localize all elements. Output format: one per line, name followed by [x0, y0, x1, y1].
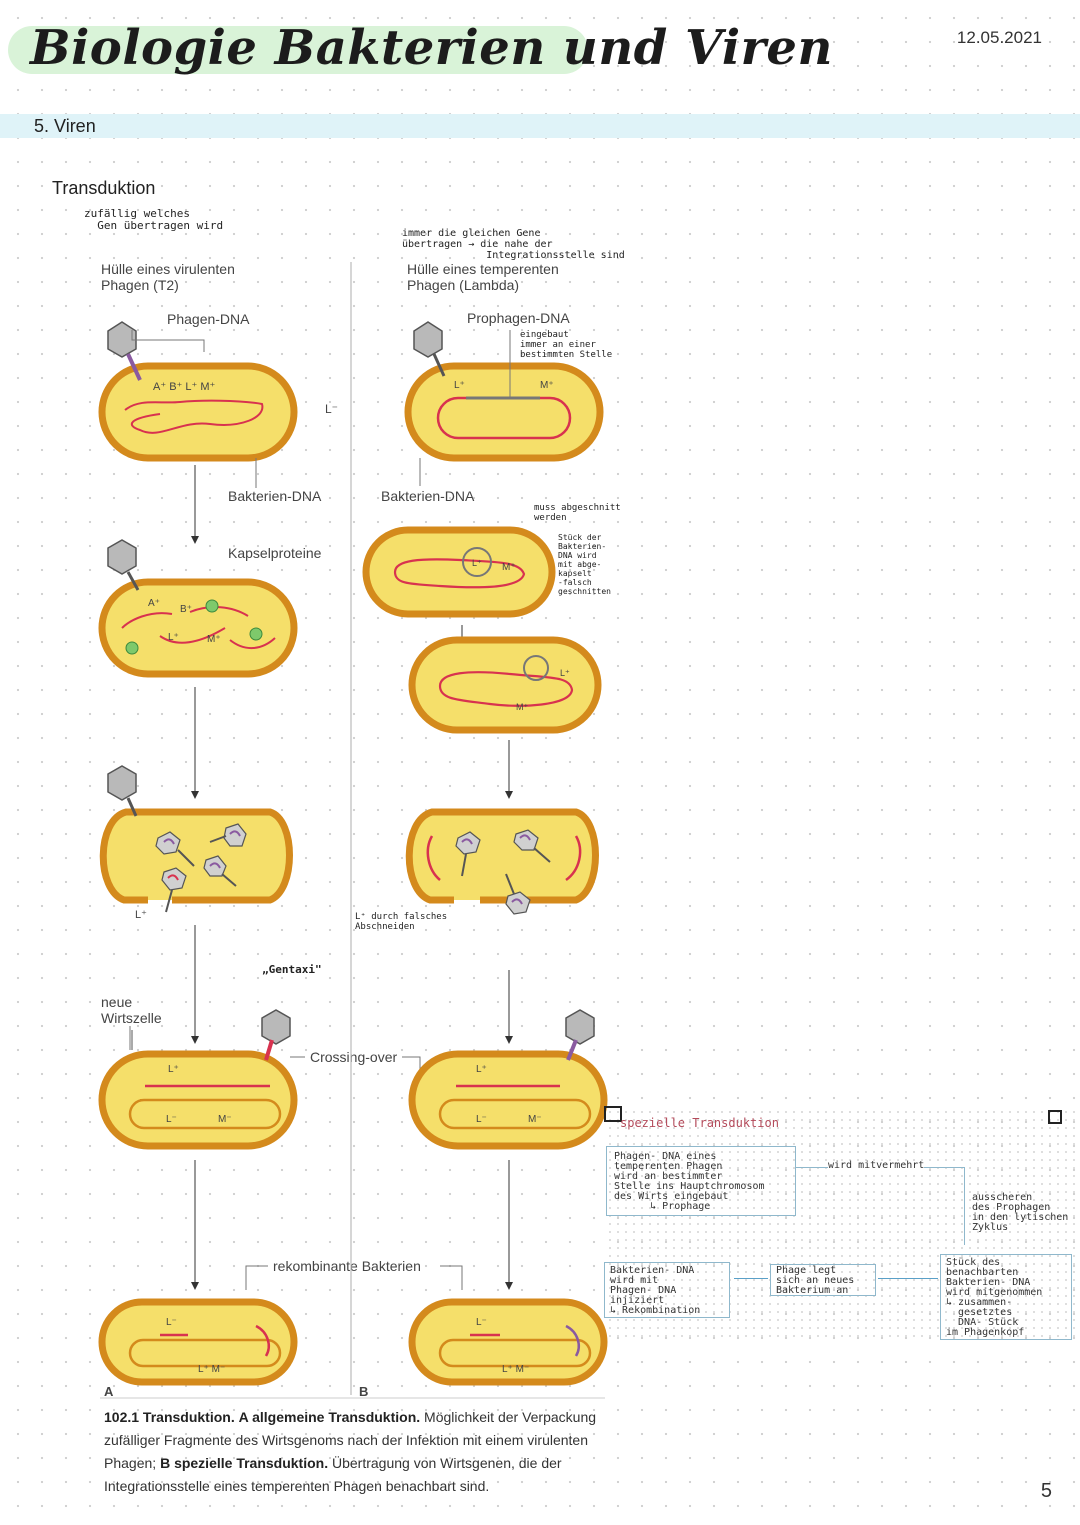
- annotation-random-gene: zufällig welches Gen übertragen wird: [84, 207, 224, 232]
- svg-text:L⁺: L⁺: [560, 668, 570, 678]
- phage-b1: [413, 321, 446, 377]
- annotation-stueck: Stück der Bakterien- DNA wird mit abge- …: [558, 533, 611, 596]
- title-highlight: [8, 26, 588, 74]
- phage-a1: [107, 321, 142, 381]
- page-number: 5: [1040, 1480, 1052, 1502]
- phage-b5: [565, 1009, 595, 1061]
- mini-note-arrow-1-label: wird mitvermehrt: [828, 1160, 925, 1171]
- mini-note-box-3: [940, 1254, 1072, 1340]
- mini-note-arrow-2: [878, 1278, 938, 1279]
- label-phagen-dna: Phagen-DNA: [167, 311, 250, 327]
- label-panel-a: A: [104, 1384, 114, 1399]
- cell-b5: L⁺ L⁻ M⁻: [408, 1009, 608, 1150]
- mini-note-box-1-text: Phagen- DNA eines temperenten Phagen wir…: [614, 1151, 765, 1212]
- label-huelle-temperent: Hülle eines temperenten Phagen (Lambda): [407, 261, 559, 293]
- phage-a3-outer: [107, 765, 138, 817]
- svg-text:L⁺: L⁺: [472, 558, 482, 568]
- svg-text:B⁺: B⁺: [180, 604, 192, 615]
- figure-caption: 102.1 Transduktion. A allgemeine Transdu…: [104, 1406, 604, 1498]
- caption-part-b-label: B spezielle Transduktion.: [160, 1455, 329, 1471]
- cell-a5: L⁻ L⁺ M⁻: [98, 1298, 298, 1386]
- svg-text:L⁻: L⁻: [166, 1317, 177, 1328]
- mini-note-box-4: [770, 1264, 876, 1296]
- mini-note-box-2-text: ausscheren des Prophagen in den lytische…: [972, 1192, 1069, 1233]
- svg-text:M⁺: M⁺: [516, 702, 528, 712]
- transduction-figure: A⁺ B⁺ L⁺ M⁺ A⁺ B⁺ L⁺ M⁺: [98, 262, 608, 1399]
- svg-text:M⁺: M⁺: [502, 562, 516, 573]
- label-huelle-virulent: Hülle eines virulenten Phagen (T2): [101, 261, 235, 293]
- annotation-falsches-abschneiden: L⁺ durch falsches Abschneiden: [355, 912, 448, 932]
- annotation-same-genes: immer die gleichen Gene übertragen → die…: [402, 228, 625, 261]
- svg-text:L⁺: L⁺: [454, 380, 465, 391]
- mini-note-title: spezielle Transduktion: [620, 1116, 779, 1130]
- label-l-minus-top: L⁻: [325, 402, 339, 416]
- phage-a4: [261, 1009, 291, 1061]
- svg-text:L⁻: L⁻: [476, 1114, 487, 1125]
- svg-text:M⁻: M⁻: [218, 1114, 232, 1125]
- date: 12.05.2021: [956, 28, 1042, 47]
- annotation-gentaxi: „Gentaxi": [262, 963, 322, 976]
- phage-a2: [107, 539, 140, 591]
- label-prophagen-dna: Prophagen-DNA: [467, 310, 570, 326]
- page-title: Biologie Bakterien und Viren: [30, 20, 833, 76]
- label-crossing-over: Crossing-over: [308, 1049, 400, 1065]
- caption-part-a-text: Möglichkeit der Verpackung zufälliger Fr…: [104, 1409, 597, 1471]
- label-neue-wirtszelle: neue Wirtszelle: [101, 994, 162, 1026]
- cell-b3: L⁺ M⁺: [408, 636, 602, 734]
- mini-note-box-3-text: Stück des benachbarten Bakterien- DNA wi…: [946, 1257, 1043, 1338]
- svg-text:L⁺ M⁻: L⁺ M⁻: [502, 1364, 529, 1375]
- cell-a3: [99, 765, 293, 913]
- svg-text:A⁺: A⁺: [148, 598, 160, 609]
- annotation-eingebaut: eingebaut immer an einer bestimmten Stel…: [520, 330, 613, 360]
- cell-b4: [405, 808, 599, 915]
- svg-text:L⁺ M⁻: L⁺ M⁻: [198, 1364, 225, 1375]
- mini-note-corner-icon-right: [1048, 1110, 1062, 1124]
- label-bakterien-dna-a: Bakterien-DNA: [228, 488, 322, 504]
- svg-text:M⁺: M⁺: [540, 380, 554, 391]
- label-panel-b: B: [359, 1384, 369, 1399]
- label-kapselproteine: Kapselproteine: [228, 545, 322, 561]
- mini-note-arrow-3: [734, 1278, 768, 1279]
- cell-b2: L⁺ M⁺: [362, 526, 556, 618]
- caption-number: 102.1 Transduktion.: [104, 1409, 235, 1425]
- svg-text:L⁻: L⁻: [166, 1114, 177, 1125]
- svg-text:L⁻: L⁻: [476, 1317, 487, 1328]
- mini-note-connector: [964, 1167, 965, 1245]
- section-heading: 5. Viren: [34, 116, 96, 136]
- svg-text:A⁺ B⁺ L⁺ M⁺: A⁺ B⁺ L⁺ M⁺: [153, 381, 216, 393]
- label-rekombinante: rekombinante Bakterien: [271, 1258, 423, 1274]
- progeny-phages-a: [155, 823, 247, 891]
- mini-note-box-5-text: Bakterien- DNA wird mit Phagen- DNA inji…: [610, 1265, 701, 1316]
- cell-a2: A⁺ B⁺ L⁺ M⁺: [98, 539, 298, 678]
- mini-note-box-5: [604, 1262, 730, 1318]
- svg-text:M⁻: M⁻: [528, 1114, 542, 1125]
- svg-text:M⁺: M⁺: [207, 634, 221, 645]
- mini-note-box-4-text: Phage legt sich an neues Bakterium an: [776, 1265, 855, 1296]
- cell-b1: L⁺ M⁺: [404, 321, 604, 462]
- annotation-abgeschnitten: muss abgeschnitt werden: [534, 503, 621, 523]
- label-bakterien-dna-b: Bakterien-DNA: [381, 488, 475, 504]
- section-bar: [0, 114, 1080, 138]
- svg-text:L⁺: L⁺: [168, 632, 179, 643]
- cell-a4: L⁺ L⁻ M⁻: [98, 1009, 298, 1150]
- cell-b6: L⁻ L⁺ M⁻: [408, 1298, 608, 1386]
- mini-note-box-1: [606, 1146, 796, 1216]
- progeny-phages-b: [455, 829, 539, 915]
- svg-text:L⁺: L⁺: [476, 1064, 487, 1075]
- mini-note-corner-icon: [604, 1106, 622, 1122]
- subheading: Transduktion: [52, 178, 156, 198]
- svg-text:L⁺: L⁺: [168, 1064, 179, 1075]
- caption-part-b-text: Übertragung von Wirtsgenen, die der Inte…: [104, 1455, 562, 1494]
- label-l-plus-released-a: L⁺: [135, 909, 147, 921]
- caption-part-a-label: A allgemeine Transduktion.: [238, 1409, 421, 1425]
- cell-a1: A⁺ B⁺ L⁺ M⁺: [98, 321, 298, 462]
